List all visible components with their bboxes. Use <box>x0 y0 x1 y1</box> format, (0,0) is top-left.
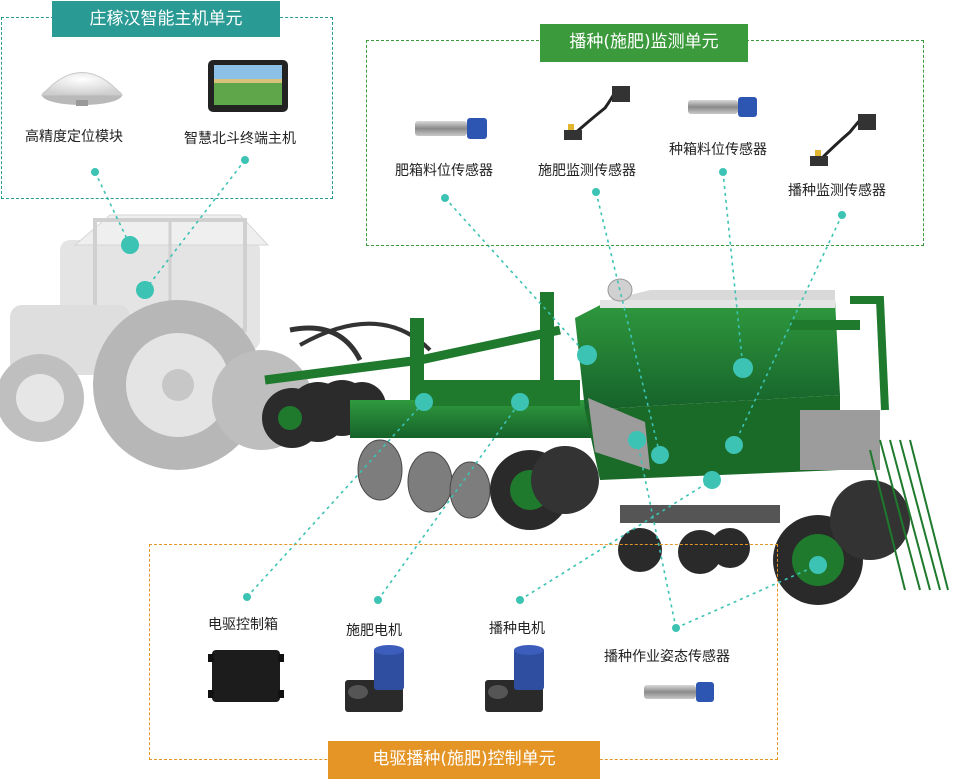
motor-icon-fertilizer <box>345 645 404 712</box>
label-gnss-module: 高精度定位模块 <box>25 129 123 145</box>
host-unit-box <box>1 17 333 199</box>
sensor-location-dots <box>121 236 827 574</box>
label-dots <box>91 156 846 632</box>
control-unit-title: 电驱播种(施肥)控制单元 <box>328 741 600 779</box>
terminal-screen-icon <box>208 60 288 112</box>
seeder-machine <box>262 278 949 605</box>
label-seed-monitor-sensor: 播种监测传感器 <box>788 183 886 199</box>
monitor-unit-title: 播种(施肥)监测单元 <box>540 24 748 62</box>
flow-sensor-icon-fertilizer <box>564 86 630 140</box>
level-sensor-icon-fertilizer <box>415 118 487 139</box>
label-fertilizer-monitor-sensor: 施肥监测传感器 <box>538 163 636 179</box>
motor-icon-seed <box>485 645 544 712</box>
tractor <box>0 214 312 470</box>
gnss-antenna-icon <box>40 72 124 106</box>
label-fertilizer-level-sensor: 肥箱料位传感器 <box>395 163 493 179</box>
level-sensor-icon-seed <box>688 97 757 117</box>
label-seed-level-sensor: 种箱料位传感器 <box>669 142 767 158</box>
label-posture-sensor: 播种作业姿态传感器 <box>604 649 730 665</box>
label-terminal-host: 智慧北斗终端主机 <box>184 131 296 147</box>
connector-lines <box>94 159 843 629</box>
label-control-box: 电驱控制箱 <box>208 617 278 633</box>
monitor-unit-box <box>366 40 924 246</box>
label-fertilizer-motor: 施肥电机 <box>346 623 402 639</box>
host-unit-title: 庄稼汉智能主机单元 <box>52 1 280 37</box>
label-seed-motor: 播种电机 <box>489 621 545 637</box>
flow-sensor-icon-seed <box>810 114 876 166</box>
posture-sensor-icon <box>644 682 714 702</box>
control-box-icon <box>208 650 284 702</box>
